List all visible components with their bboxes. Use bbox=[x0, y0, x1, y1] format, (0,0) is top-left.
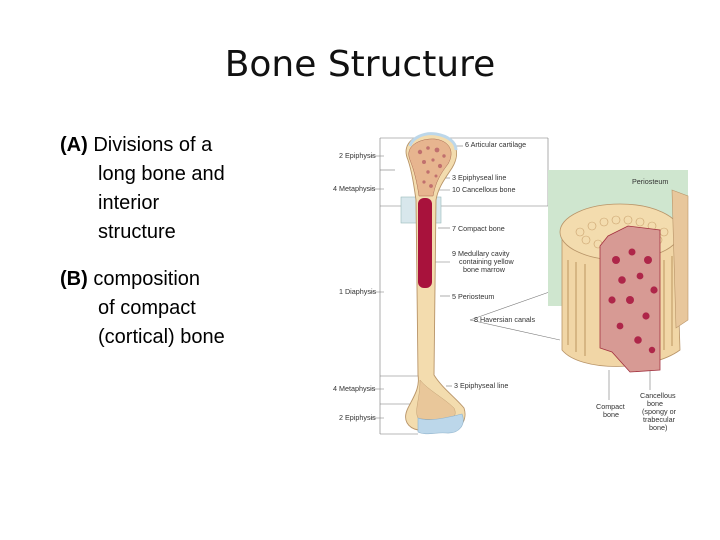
label-epiphysis-top: 2 Epiphysis bbox=[339, 151, 376, 160]
inset-label-cancellous-5: bone) bbox=[649, 423, 667, 432]
inset-label-compact-2: bone bbox=[603, 410, 619, 419]
label-metaphysis-top: 4 Metaphysis bbox=[333, 184, 376, 193]
label-periosteum: 5 Periosteum bbox=[452, 292, 494, 301]
inset-label-periosteum: Periosteum bbox=[632, 177, 668, 186]
label-metaphysis-bottom: 4 Metaphysis bbox=[333, 384, 376, 393]
label-medullary-cavity-3: bone marrow bbox=[463, 265, 506, 274]
label-compact-bone: 7 Compact bone bbox=[452, 224, 505, 233]
label-cancellous-bone: 10 Cancellous bone bbox=[452, 185, 516, 194]
label-epiphyseal-line-bottom: 3 Epiphyseal line bbox=[454, 381, 508, 390]
label-epiphysis-bottom: 2 Epiphysis bbox=[339, 413, 376, 422]
label-haversian-canals: 8 Haversian canals bbox=[474, 315, 536, 324]
label-epiphyseal-line-top: 3 Epiphyseal line bbox=[452, 173, 506, 182]
label-diaphysis: 1 Diaphysis bbox=[339, 287, 377, 296]
label-articular-cartilage: 6 Articular cartilage bbox=[465, 140, 526, 149]
medullary-cavity bbox=[418, 198, 432, 288]
compact-bone-inset bbox=[548, 170, 688, 372]
